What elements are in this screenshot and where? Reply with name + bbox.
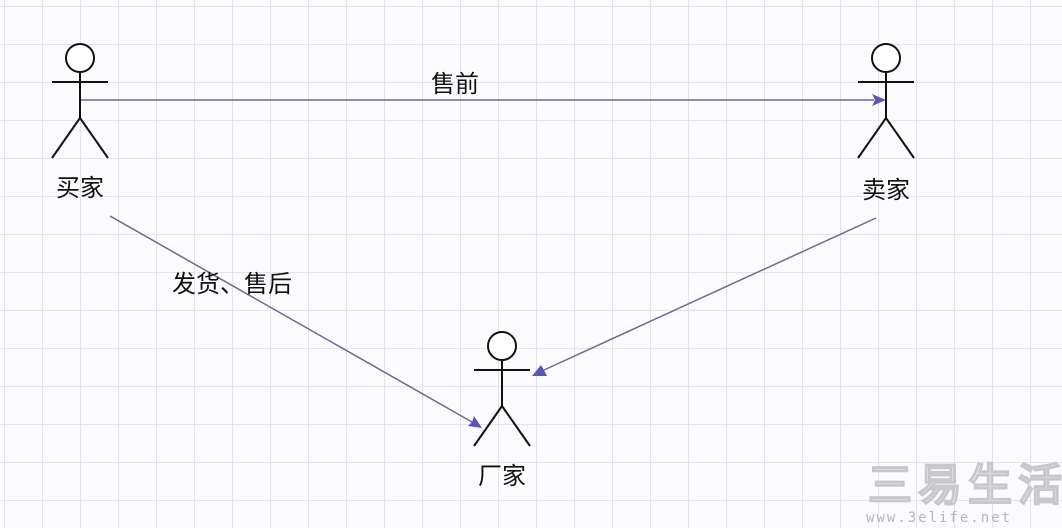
- watermark-text: 三易生活: [868, 460, 1062, 511]
- actor-buyer: 买家: [51, 43, 109, 202]
- arrowhead-seller: [872, 94, 886, 106]
- stick-figure-icon: [473, 331, 531, 447]
- edge-label-shipping-aftersale: 发货、售后: [172, 270, 292, 298]
- stick-figure-icon: [857, 43, 915, 159]
- arrowhead-manufacturer-right: [532, 365, 547, 376]
- edge-label-presale: 售前: [431, 70, 479, 98]
- edge-buyer-to-manufacturer: [109, 215, 473, 423]
- stick-figure-icon: [51, 43, 109, 159]
- watermark: 三易生活 www.3elife.net: [866, 459, 1062, 526]
- edge-seller-to-manufacturer: [543, 217, 877, 371]
- arrowhead-manufacturer-left: [468, 416, 482, 428]
- actor-label-manufacturer: 厂家: [478, 462, 526, 490]
- actor-manufacturer: 厂家: [473, 331, 531, 490]
- watermark-url: www.3elife.net: [866, 510, 1012, 526]
- actor-label-buyer: 买家: [56, 174, 104, 202]
- actor-seller: 卖家: [857, 43, 915, 204]
- actor-label-seller: 卖家: [862, 176, 910, 204]
